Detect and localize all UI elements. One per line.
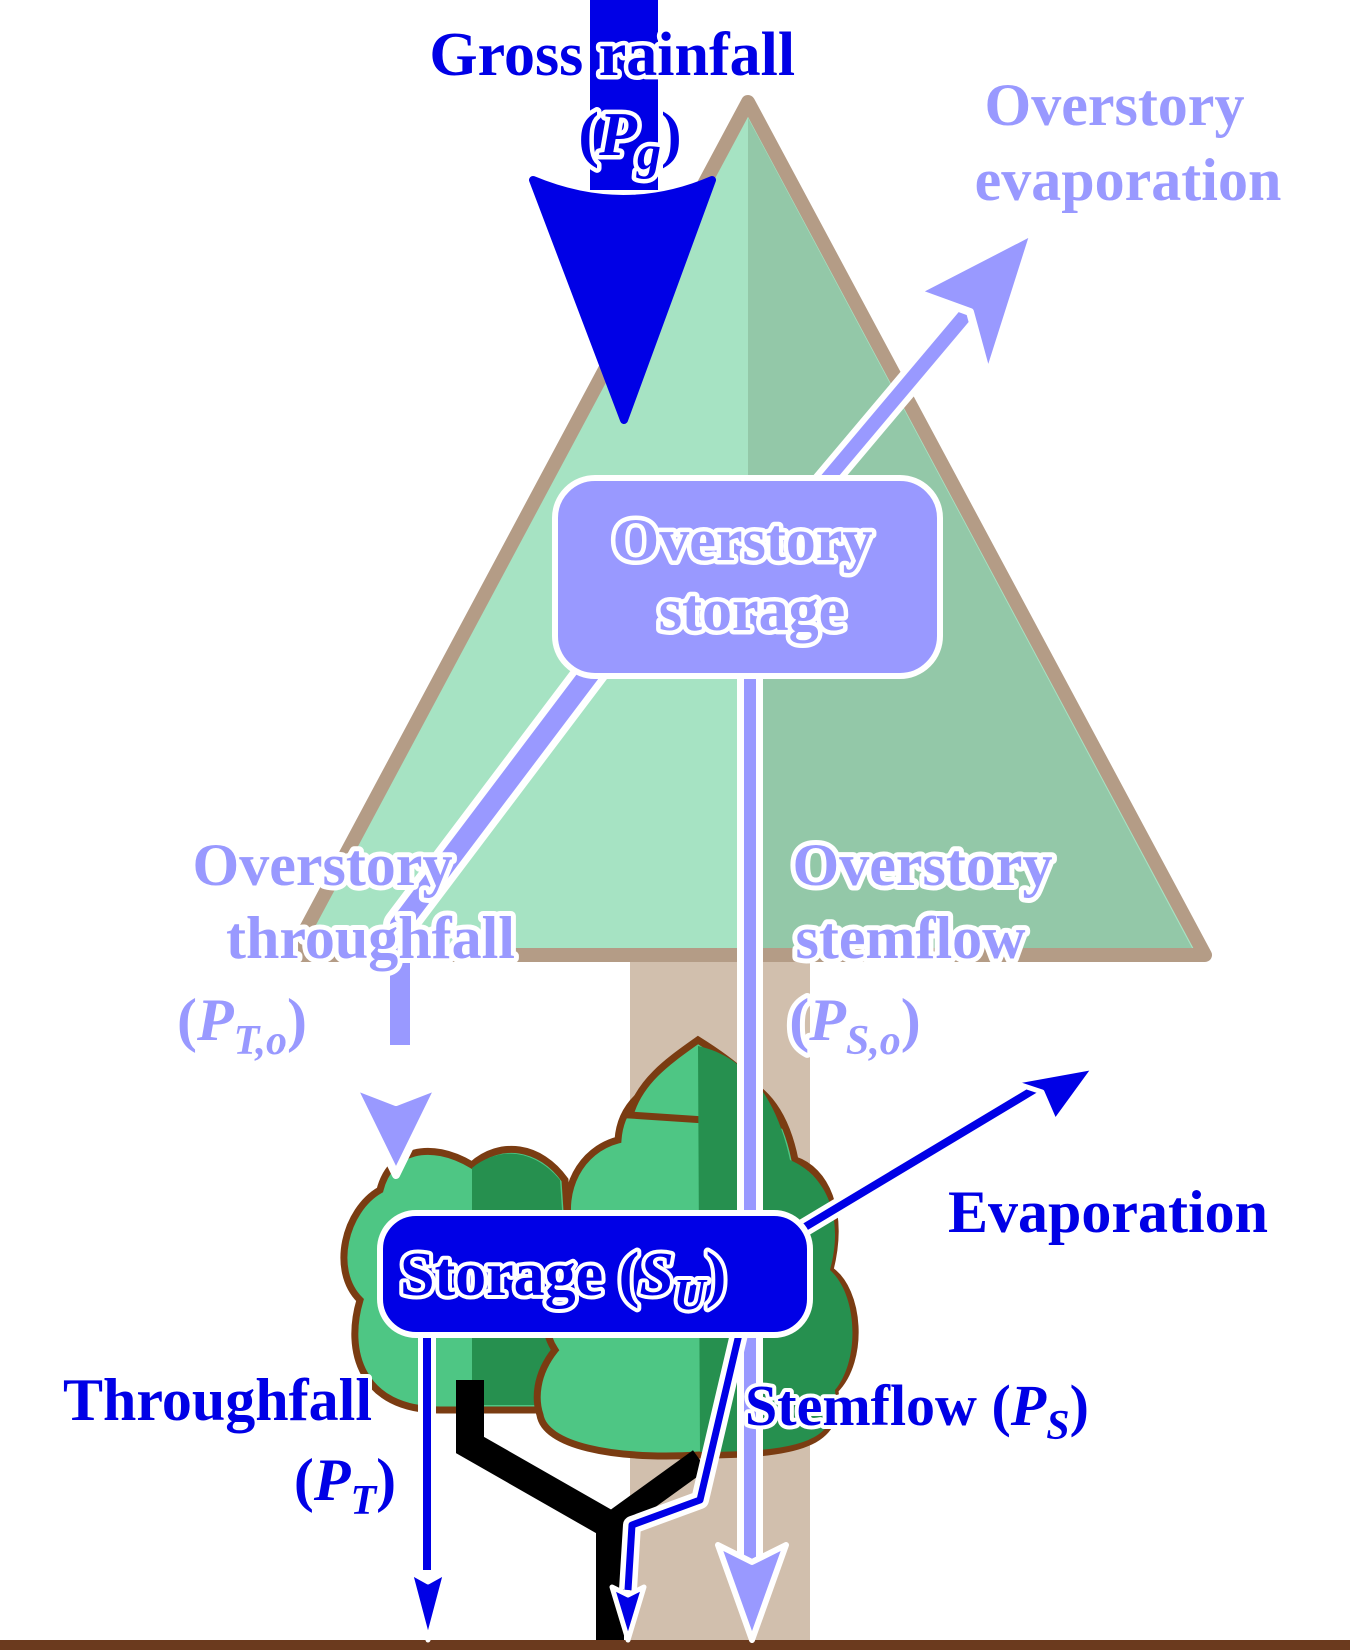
stemflow-label: Stemflow (PS) <box>745 1373 1089 1449</box>
gross-rainfall-close: ) <box>661 101 682 169</box>
overstory-stemflow-symbol: P <box>808 987 847 1053</box>
svg-text:Storage (SU): Storage (SU) <box>400 1241 726 1319</box>
throughfall-subscript: T <box>351 1478 379 1524</box>
overstory-storage-line1: Overstory <box>613 507 873 573</box>
overstory-evaporation-label: Overstory evaporation <box>975 72 1282 213</box>
stemflow-symbol: P <box>1010 1373 1047 1438</box>
throughfall-line1: Throughfall <box>63 1367 372 1433</box>
overstory-stemflow-arrow <box>715 665 789 1643</box>
understory-storage-symbol: S <box>639 1241 673 1309</box>
overstory-stemflow-line1: Overstory <box>793 832 1053 898</box>
gross-rainfall-subscript: g <box>636 127 661 180</box>
overstory-storage-box: Overstory storage <box>552 475 943 679</box>
overstory-throughfall-line1: Overstory <box>193 832 453 898</box>
overstory-stemflow-subscript: S,o <box>846 1018 901 1064</box>
svg-text:Overstory storage: Overstory storage <box>613 507 888 643</box>
throughfall-symbol: P <box>313 1447 352 1513</box>
overstory-throughfall-subscript: T,o <box>234 1018 287 1064</box>
overstory-stemflow-line2: stemflow <box>796 905 1027 971</box>
overstory-stemflow-close: ) <box>901 987 921 1053</box>
shrub-branch-right <box>602 1450 708 1535</box>
gross-rainfall-label: Gross rainfall (Pg) <box>429 21 810 180</box>
overstory-throughfall-open: ( <box>177 987 197 1053</box>
understory-storage-close: ) <box>706 1241 727 1309</box>
overstory-evaporation-line1: Overstory <box>985 72 1245 138</box>
understory-stemflow-arrow <box>609 1327 749 1643</box>
overstory-throughfall-symbol: P <box>196 987 235 1053</box>
understory-evaporation-arrow <box>795 1064 1098 1238</box>
overstory-throughfall-close: ) <box>287 987 307 1053</box>
overstory-storage-line2: storage <box>659 577 846 643</box>
gross-rainfall-symbol: P <box>598 101 638 169</box>
overstory-throughfall-line2: throughfall <box>226 905 515 971</box>
throughfall-open: ( <box>294 1447 314 1513</box>
overstory-stemflow-open: ( <box>789 987 809 1053</box>
shrub-branches <box>456 1380 624 1640</box>
throughfall-label: Throughfall (PT) <box>63 1367 396 1524</box>
evaporation-label: Evaporation <box>948 1179 1268 1245</box>
gross-rainfall-open: ( <box>578 101 599 169</box>
understory-shrub <box>340 1035 859 1640</box>
overstory-evaporation-arrow <box>805 226 1039 503</box>
ground-line <box>0 1640 1350 1650</box>
stemflow-close: ) <box>1070 1373 1089 1438</box>
overstory-evaporation-line2: evaporation <box>975 147 1282 213</box>
gross-rainfall-line1: Gross rainfall <box>429 21 795 89</box>
gross-rainfall-arrow <box>529 0 716 424</box>
overstory-throughfall-arrow <box>348 649 614 1179</box>
stemflow-subscript: S <box>1046 1403 1069 1449</box>
understory-storage-subscript: U <box>674 1270 708 1319</box>
overstory-stemflow-label: Overstory stemflow (PS,o) <box>789 832 1067 1064</box>
stemflow-text: Stemflow ( <box>745 1373 1011 1438</box>
throughfall-close: ) <box>376 1447 396 1513</box>
understory-storage-text: Storage ( <box>400 1241 639 1309</box>
understory-storage-box: Storage (SU) <box>377 1210 813 1338</box>
understory-throughfall-arrow <box>407 1330 449 1643</box>
